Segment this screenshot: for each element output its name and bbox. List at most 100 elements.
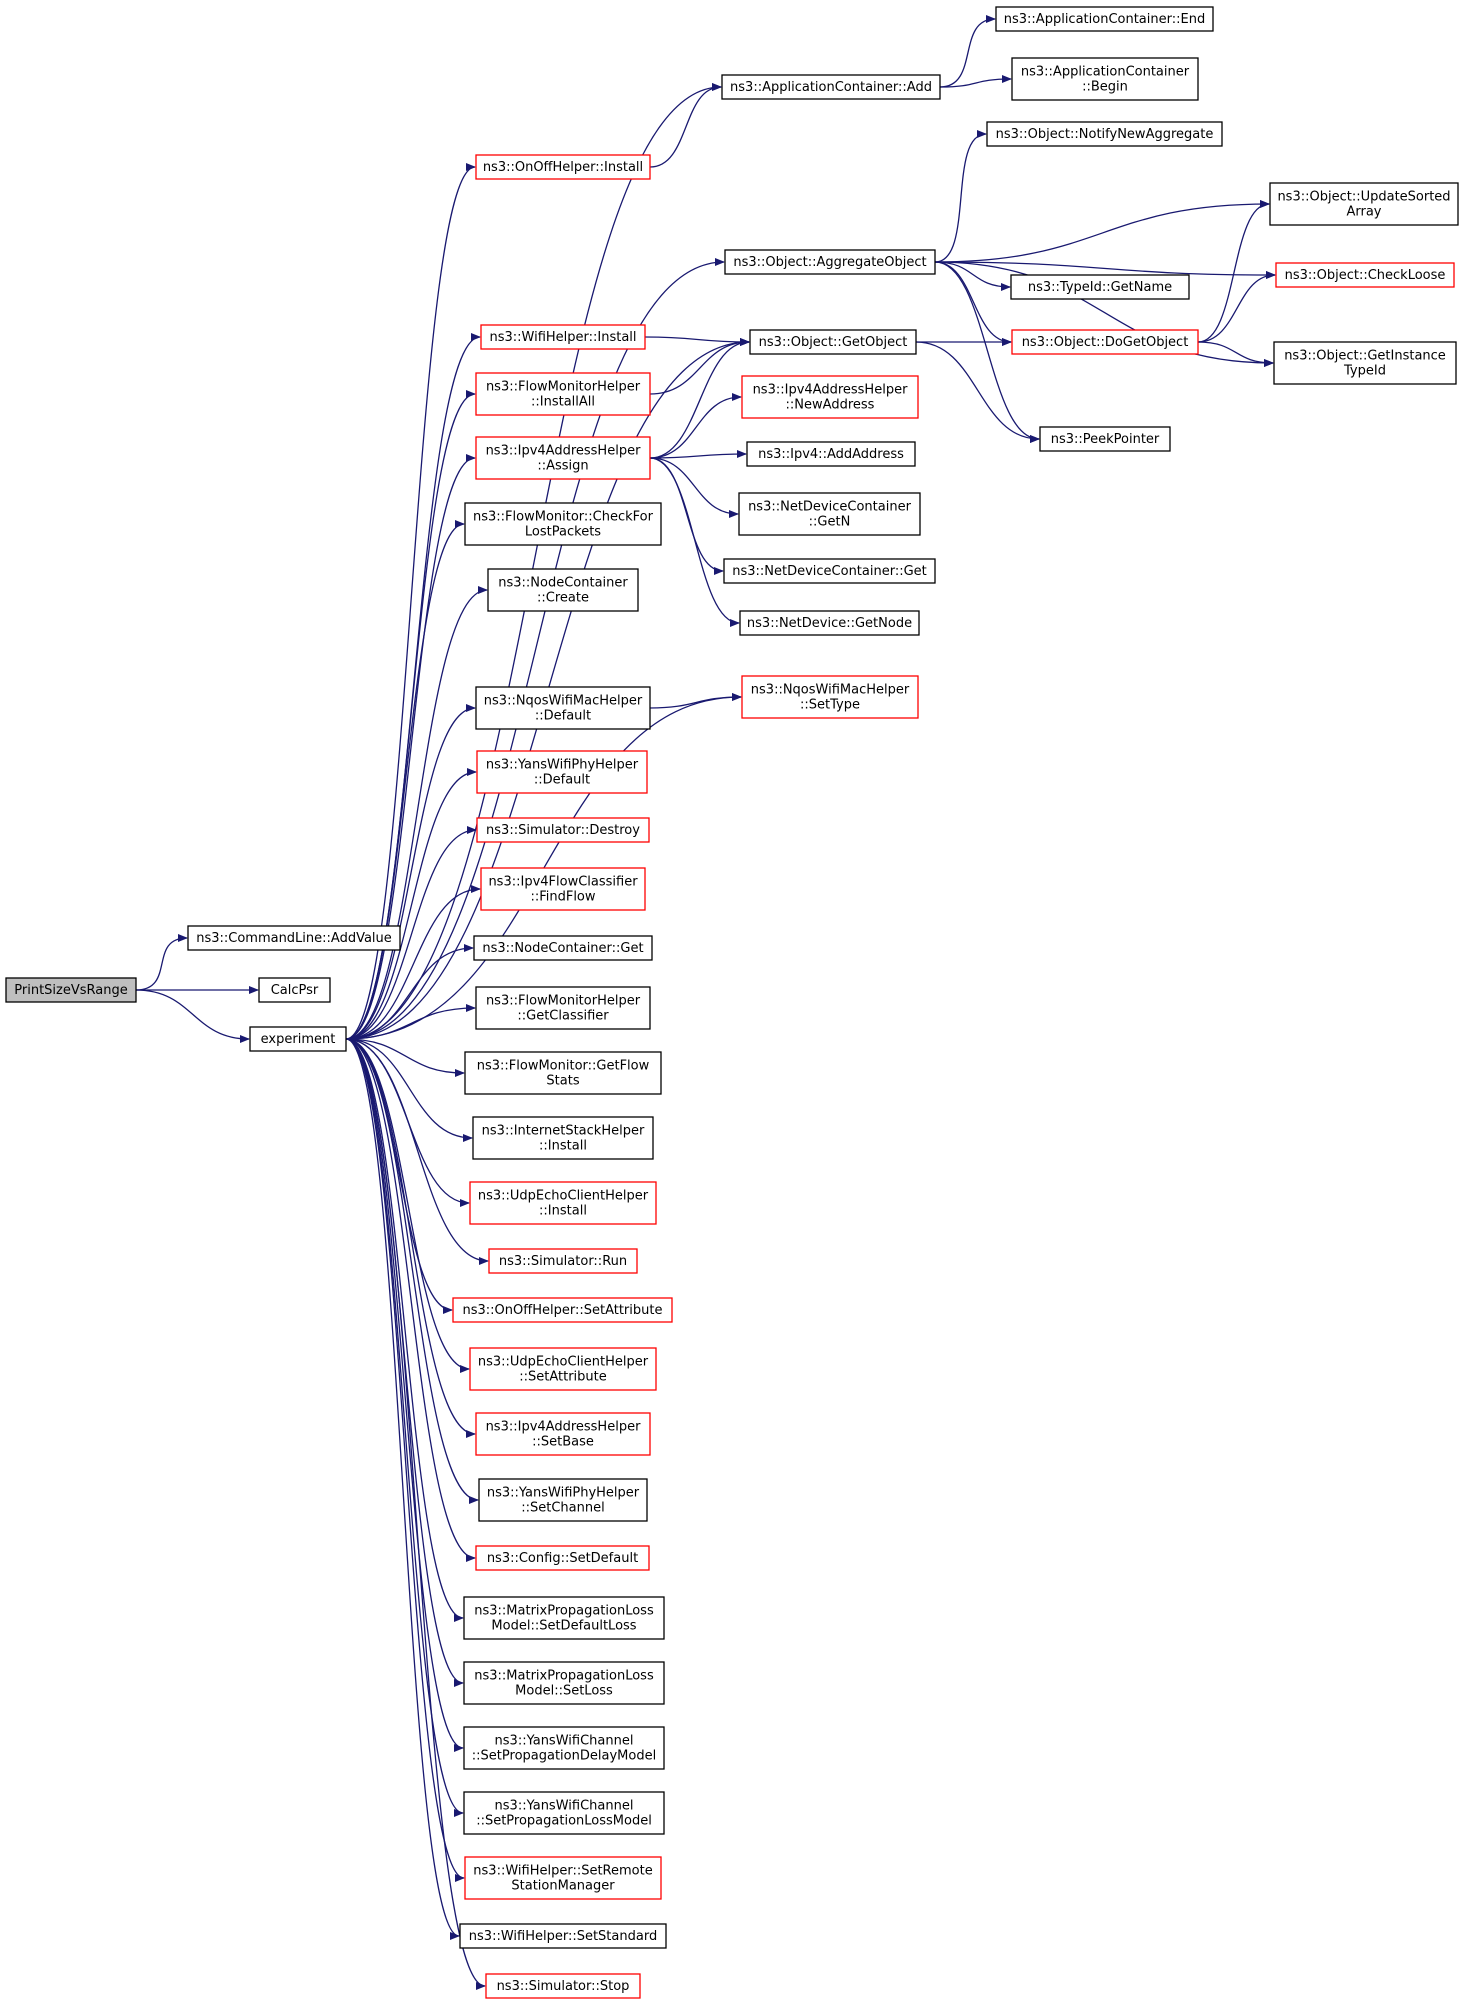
node-label-nqossettype-0: ns3::NqosWifiMacHelper — [751, 683, 910, 698]
node-peekpointer[interactable]: ns3::PeekPointer — [1039, 426, 1171, 452]
edge-experiment-to-findflow — [345, 885, 481, 1040]
node-findflow[interactable]: ns3::Ipv4FlowClassifier::FindFlow — [480, 867, 646, 911]
node-label-simdestroy-0: ns3::Simulator::Destroy — [486, 823, 640, 838]
node-onoffinstall[interactable]: ns3::OnOffHelper::Install — [475, 154, 651, 180]
node-label-ncget-0: ns3::NodeContainer::Get — [482, 941, 643, 956]
node-experiment[interactable]: experiment — [249, 1026, 347, 1052]
node-label-ipv4newaddress-1: ::NewAddress — [786, 398, 875, 413]
edge-aggregate-to-gettypename — [934, 261, 1011, 291]
node-udpsetattr[interactable]: ns3::UdpEchoClientHelper::SetAttribute — [469, 1347, 657, 1391]
node-box-dogetobject — [1011, 329, 1199, 355]
node-udpinstall[interactable]: ns3::UdpEchoClientHelper::Install — [469, 1181, 657, 1225]
edge-aggregate-to-checkloose — [934, 261, 1276, 279]
node-simstop[interactable]: ns3::Simulator::Stop — [485, 1973, 641, 1999]
node-appbegin[interactable]: ns3::ApplicationContainer::Begin — [1011, 57, 1199, 101]
node-ishinstall[interactable]: ns3::InternetStackHelper::Install — [472, 1116, 654, 1160]
edge-experiment-to-nqosdefault — [345, 704, 476, 1040]
node-label-notifynewaggr-0: ns3::Object::NotifyNewAggregate — [996, 127, 1214, 142]
edge-root-to-experiment — [135, 989, 250, 1043]
node-addvalue[interactable]: ns3::CommandLine::AddValue — [187, 925, 401, 951]
node-label-onoffinstall-0: ns3::OnOffHelper::Install — [483, 160, 643, 175]
node-simdestroy[interactable]: ns3::Simulator::Destroy — [476, 817, 650, 843]
node-label-setpropdelay-1: ::SetPropagationDelayModel — [472, 1749, 656, 1764]
node-notifynewaggr[interactable]: ns3::Object::NotifyNewAggregate — [986, 121, 1223, 147]
node-nqossettype[interactable]: ns3::NqosWifiMacHelper::SetType — [741, 675, 919, 719]
node-root[interactable]: PrintSizeVsRange — [5, 977, 137, 1003]
node-ndcget[interactable]: ns3::NetDeviceContainer::Get — [723, 558, 936, 584]
node-label-setremote-1: StationManager — [511, 1879, 615, 1894]
node-matrixsetdefaultloss[interactable]: ns3::MatrixPropagationLossModel::SetDefa… — [463, 1596, 665, 1640]
node-getobject[interactable]: ns3::Object::GetObject — [749, 329, 917, 355]
node-aggregate[interactable]: ns3::Object::AggregateObject — [724, 249, 936, 275]
edge-aggregate-to-updatesorted — [934, 200, 1270, 263]
node-label-getclassifier-0: ns3::FlowMonitorHelper — [486, 994, 641, 1009]
node-fmhinstallall[interactable]: ns3::FlowMonitorHelper::InstallAll — [475, 372, 651, 416]
node-nqosdefault[interactable]: ns3::NqosWifiMacHelper::Default — [475, 686, 651, 730]
node-box-onoffinstall — [475, 154, 651, 180]
edge-experiment-to-setstandard — [345, 1038, 460, 1940]
edge-ipv4assign-to-ndcgetn — [649, 457, 739, 518]
node-label-getflowstats-0: ns3::FlowMonitor::GetFlow — [477, 1059, 650, 1074]
node-ndcgetn[interactable]: ns3::NetDeviceContainer::GetN — [738, 492, 921, 536]
edge-experiment-to-ishinstall — [345, 1038, 473, 1142]
node-append[interactable]: ns3::ApplicationContainer::End — [995, 6, 1214, 32]
node-dogetobject[interactable]: ns3::Object::DoGetObject — [1011, 329, 1199, 355]
node-simrun[interactable]: ns3::Simulator::Run — [488, 1248, 638, 1274]
node-checkloose[interactable]: ns3::Object::CheckLoose — [1275, 262, 1455, 288]
node-ndgetnode[interactable]: ns3::NetDevice::GetNode — [739, 610, 920, 636]
node-wifiinstall[interactable]: ns3::WifiHelper::Install — [480, 324, 646, 350]
node-label-setremote-0: ns3::WifiHelper::SetRemote — [473, 1864, 652, 1879]
node-box-ndcget — [723, 558, 936, 584]
node-box-setstandard — [459, 1923, 667, 1949]
node-appadd[interactable]: ns3::ApplicationContainer::Add — [721, 74, 941, 100]
node-label-setstandard-0: ns3::WifiHelper::SetStandard — [469, 1929, 657, 1944]
node-yanssetchannel[interactable]: ns3::YansWifiPhyHelper::SetChannel — [478, 1478, 648, 1522]
edge-experiment-to-setpropdelay — [345, 1038, 464, 1752]
node-label-appbegin-0: ns3::ApplicationContainer — [1021, 65, 1190, 80]
node-onoffsetattr[interactable]: ns3::OnOffHelper::SetAttribute — [452, 1297, 673, 1323]
node-ipv4assign[interactable]: ns3::Ipv4AddressHelper::Assign — [475, 436, 651, 480]
edge-experiment-to-setremote — [345, 1038, 465, 1882]
node-setstandard[interactable]: ns3::WifiHelper::SetStandard — [459, 1923, 667, 1949]
node-setpropdelay[interactable]: ns3::YansWifiChannel::SetPropagationDela… — [463, 1726, 665, 1770]
node-box-wifiinstall — [480, 324, 646, 350]
edge-experiment-to-getclassifier — [345, 1004, 476, 1040]
node-ipv4addaddress[interactable]: ns3::Ipv4::AddAddress — [746, 441, 916, 467]
node-label-ishinstall-0: ns3::InternetStackHelper — [482, 1124, 645, 1139]
node-calcpsr[interactable]: CalcPsr — [258, 977, 331, 1003]
node-label-ipv4newaddress-0: ns3::Ipv4AddressHelper — [753, 383, 909, 398]
node-box-gettypename — [1010, 274, 1190, 300]
edge-experiment-to-yanssetchannel — [345, 1038, 479, 1504]
edge-experiment-to-setproploss — [345, 1038, 464, 1817]
node-box-nqossettype — [741, 675, 919, 719]
node-ipv4newaddress[interactable]: ns3::Ipv4AddressHelper::NewAddress — [741, 375, 919, 419]
node-gettypename[interactable]: ns3::TypeId::GetName — [1010, 274, 1190, 300]
edge-dogetobject-to-getinstancetypeid — [1197, 341, 1274, 367]
edge-dogetobject-to-checkloose — [1197, 271, 1276, 343]
node-label-checkloose-0: ns3::Object::CheckLoose — [1285, 268, 1446, 283]
node-ncget[interactable]: ns3::NodeContainer::Get — [473, 935, 653, 961]
node-getclassifier[interactable]: ns3::FlowMonitorHelper::GetClassifier — [475, 986, 651, 1030]
edge-nqosdefault-to-nqossettype — [649, 693, 742, 709]
node-ncreate[interactable]: ns3::NodeContainer::Create — [487, 568, 639, 612]
node-label-getinstancetypeid-1: TypeId — [1343, 364, 1386, 379]
node-configsetdefault[interactable]: ns3::Config::SetDefault — [475, 1545, 650, 1571]
node-box-experiment — [249, 1026, 347, 1052]
edge-experiment-to-ncget — [345, 944, 474, 1040]
node-box-addvalue — [187, 925, 401, 951]
node-label-ndcgetn-1: ::GetN — [809, 515, 851, 530]
node-label-findflow-0: ns3::Ipv4FlowClassifier — [488, 875, 638, 890]
node-label-ndcgetn-0: ns3::NetDeviceContainer — [748, 500, 912, 515]
node-ipv4setbase[interactable]: ns3::Ipv4AddressHelper::SetBase — [475, 1412, 651, 1456]
node-yansphydefault[interactable]: ns3::YansWifiPhyHelper::Default — [476, 750, 648, 794]
edge-experiment-to-ncreate — [345, 586, 488, 1040]
edge-fmhinstallall-to-getobject — [649, 338, 750, 395]
node-box-appbegin — [1011, 57, 1199, 101]
node-setproploss[interactable]: ns3::YansWifiChannel::SetPropagationLoss… — [463, 1791, 665, 1835]
